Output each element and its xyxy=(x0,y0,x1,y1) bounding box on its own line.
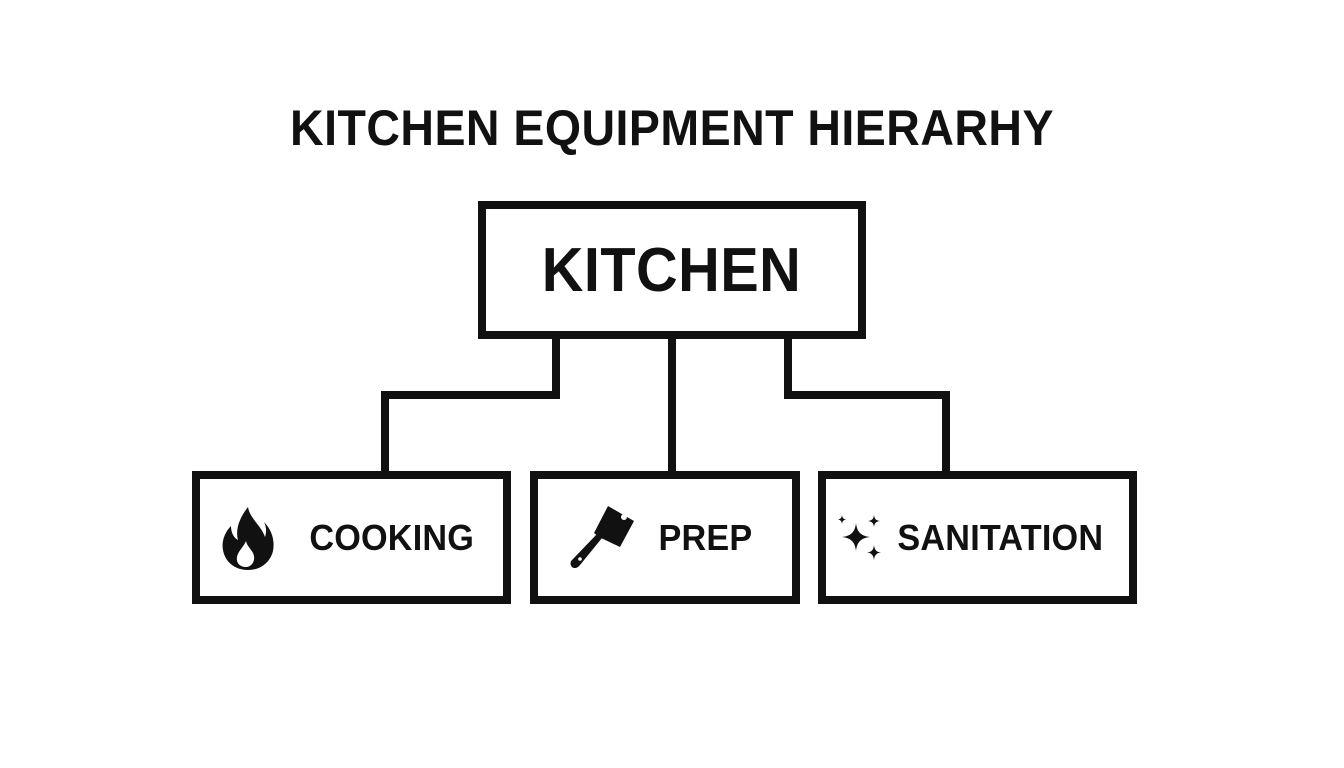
child-node-prep: PREP xyxy=(530,471,800,604)
child-node-cooking: COOKING xyxy=(192,471,511,604)
fire-icon xyxy=(221,505,275,571)
child-node-label-cooking: COOKING xyxy=(309,516,474,558)
root-node-label: KITCHEN xyxy=(542,235,802,305)
cleaver-knife-icon xyxy=(568,503,638,573)
connector-to-sanitation xyxy=(784,337,950,473)
root-node-kitchen: KITCHEN xyxy=(478,201,866,339)
sparkles-icon xyxy=(836,513,884,563)
child-node-sanitation: SANITATION xyxy=(818,471,1137,604)
child-node-label-sanitation: SANITATION xyxy=(897,516,1104,558)
connector-to-cooking xyxy=(381,337,560,473)
child-node-label-prep: PREP xyxy=(658,516,752,558)
diagram-title: KITCHEN EQUIPMENT HIERARHY xyxy=(290,100,1054,156)
